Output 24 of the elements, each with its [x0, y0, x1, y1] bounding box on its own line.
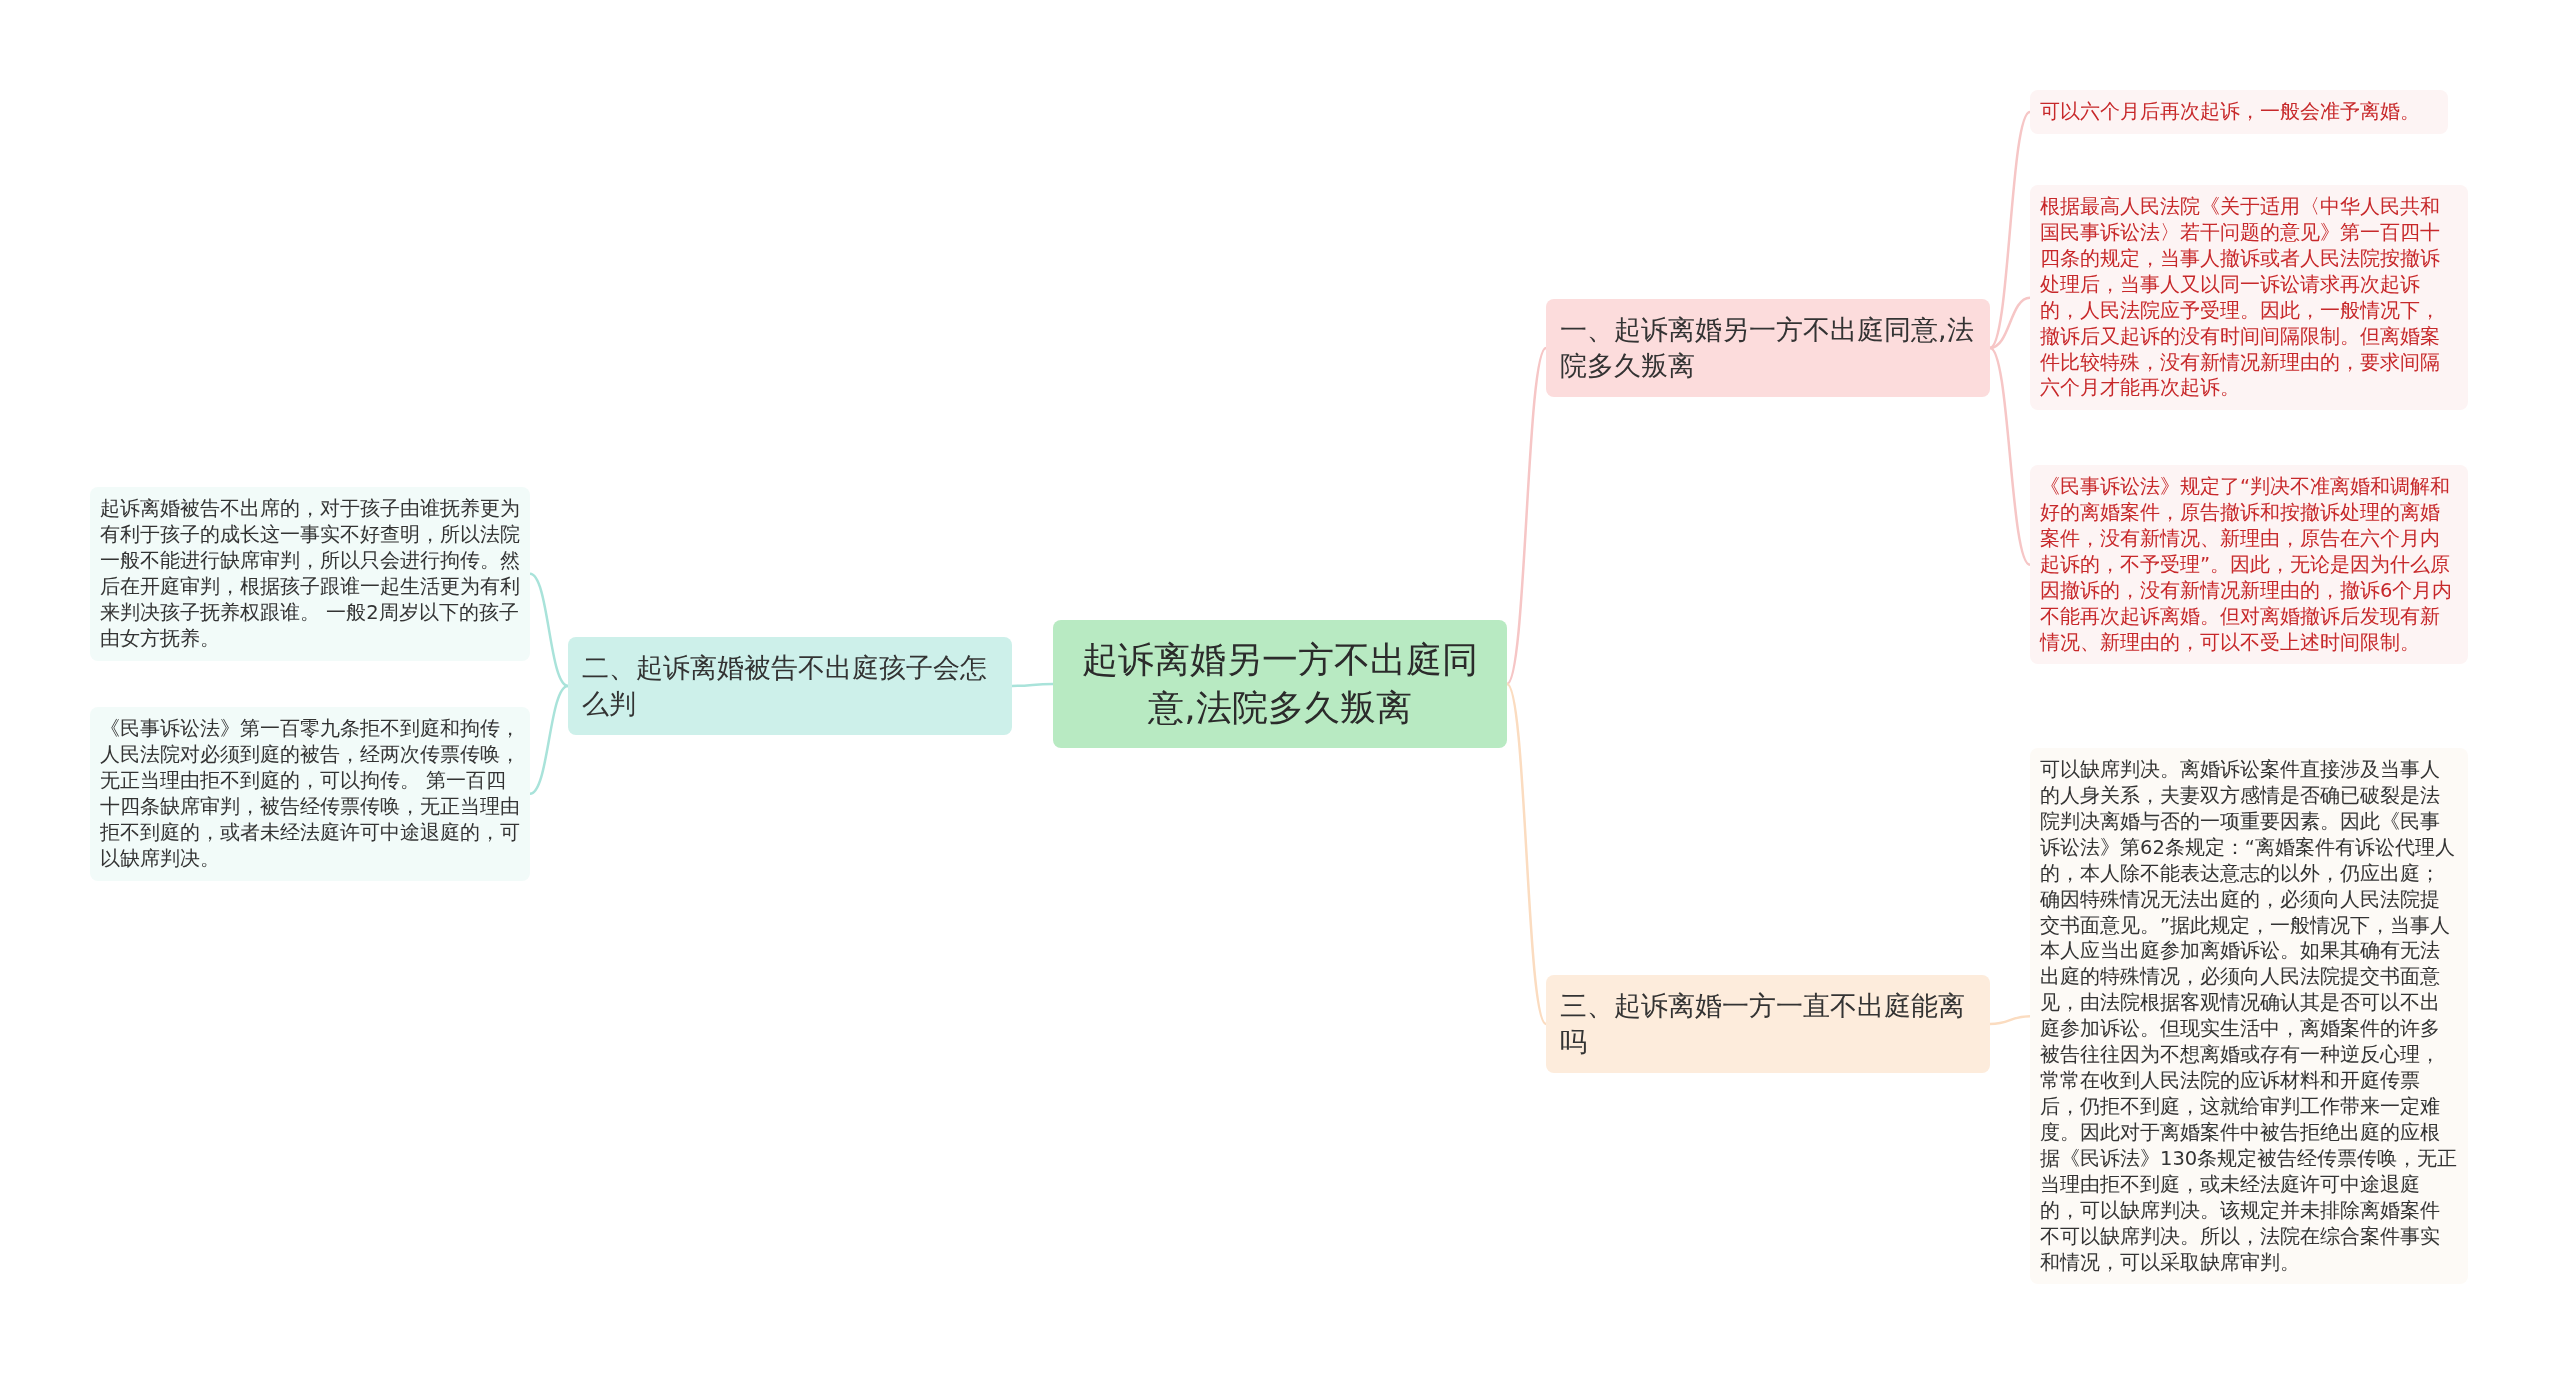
note-text: 可以缺席判决。离婚诉讼案件直接涉及当事人的人身关系，夫妻双方感情是否确已破裂是法院判决离婚与否的一项重要因素。因此《民事诉讼法》第62条规定：“离婚案件有诉讼代理人的，本人除不能表达意志的以外，仍应出庭；确因特殊情况无法出庭的，必须向人民法院提交书面意见。”据此规定，一般情况下，当事人本人应当出庭参加离婚诉讼。如果其确有无法出庭的特殊情况，必须向人民法院提交书面意见，由法院根据客观情况确认其是否可以不出庭参加诉讼。但现实生活中，离婚案件的许多被告往往因为不想离婚或存有一种逆反心理，常常在收到人民法院的应诉材料和开庭传票后，仍拒不到庭，这就给审判工作带来一定难度。因此对于离婚案件中被告拒绝出庭的应根据《民诉法》130条规定被告经传票传唤，无正当理由拒不到庭，或未经法庭许可中途退庭的，可以缺席判决。该规定并未排除离婚案件不可以缺席判决。所以，法院在综合案件事实和情况，可以采取缺席审判。 — [2040, 757, 2458, 1276]
topic-box — [1546, 975, 1990, 1073]
note-text: 《民事诉讼法》第一百零九条拒不到庭和拘传，人民法院对必须到庭的被告，经两次传票传唤，无正当理由拒不到庭的，可以拘传。 第一百四十四条缺席审判，被告经传票传唤，无正当理由拒不到庭的，或者未经法庭许可中途退庭的，可以缺席判决。 — [100, 716, 520, 872]
connector-line — [529, 572, 569, 688]
topic-box — [1546, 299, 1990, 397]
connector-line — [1505, 683, 1548, 1025]
note-text: 可以六个月后再次起诉，一般会准予离婚。 — [2040, 99, 2421, 125]
topic-text: 三、起诉离婚一方一直不出庭能离吗 — [1560, 989, 1966, 1059]
topic-text: 二、起诉离婚被告不出庭孩子会怎么判 — [582, 651, 988, 721]
connector-line — [1989, 111, 2031, 349]
note-box — [2030, 90, 2448, 134]
connector-line — [1012, 682, 1053, 688]
note-box — [2030, 185, 2468, 411]
connector-line — [529, 684, 569, 795]
note-text: 《民事诉讼法》规定了“判决不准离婚和调解和好的离婚案件，原告撤诉和按撤诉处理的离婚案件，没有新情况、新理由，原告在六个月内起诉的，不予受理”。因此，无论是因为什么原因撤诉的，没有新情况新理由的，撤诉6个月内不能再次起诉离婚。但对离婚撤诉后发现有新情况、新理由的，可以不受上述时间限制。 — [2040, 474, 2454, 656]
connector-line — [1505, 347, 1548, 685]
note-text: 起诉离婚被告不出席的，对于孩子由谁抚养更为有利于孩子的成长这一事实不好查明，所以法院一般不能进行缺席审判，所以只会进行拘传。然后在开庭审判，根据孩子跟谁一起生活更为有利来判决孩子抚养权跟谁。 一般2周岁以下的孩子由女方抚养。 — [100, 496, 520, 652]
root-topic-box — [1053, 620, 1507, 748]
connector-line — [1989, 1014, 2031, 1026]
topic-text: 一、起诉离婚另一方不出庭同意,法院多久叛离 — [1560, 313, 1975, 383]
note-text: 根据最高人民法院《关于适用〈中华人民共和国民事诉讼法〉若干问题的意见》第一百四十四条的规定，当事人撤诉或者人民法院按撤诉处理后，当事人又以同一诉讼请求再次起诉的，人民法院应予受理。因此，一般情况下，撤诉后又起诉的没有时间间隔限制。但离婚案件比较特殊，没有新情况新理由的，要求间隔六个月才能再次起诉。 — [2040, 194, 2441, 402]
topic-title: 起诉离婚另一方不出庭同意,法院多久叛离 — [1081, 638, 1479, 730]
connector-line — [1989, 347, 2031, 566]
topic-box — [568, 637, 1012, 735]
